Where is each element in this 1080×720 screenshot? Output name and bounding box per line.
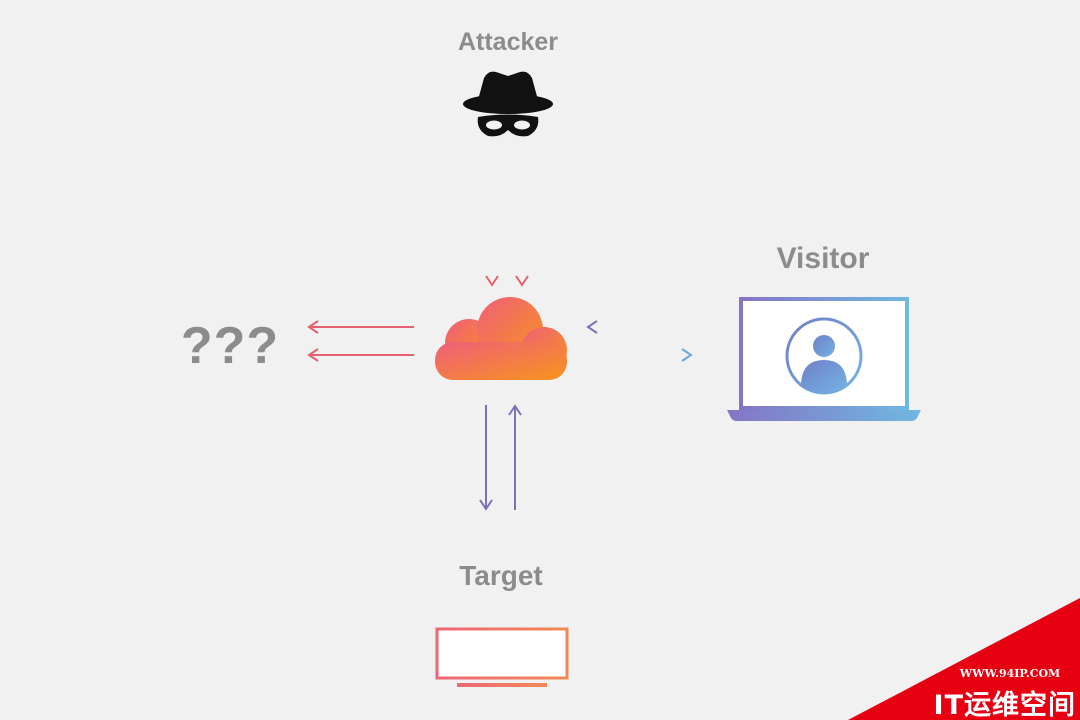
watermark-url: WWW.94IP.COM bbox=[959, 667, 1061, 680]
arrow-attacker-to-proxy-2 bbox=[515, 182, 529, 287]
arrow-proxy-to-unknown-2 bbox=[307, 348, 414, 362]
cloud-icon bbox=[435, 297, 567, 380]
watermark-brand: IT运维空间 bbox=[933, 690, 1076, 720]
target-label: Target bbox=[459, 560, 543, 591]
unknown-destination-label: ??? bbox=[180, 317, 280, 375]
spy-icon bbox=[463, 71, 553, 137]
laptop-user-icon bbox=[727, 297, 921, 421]
attacker-label: Attacker bbox=[457, 28, 559, 56]
visitor-label: Visitor bbox=[776, 242, 870, 275]
arrow-proxy-to-visitor bbox=[587, 348, 693, 362]
watermark-corner bbox=[848, 598, 1080, 720]
arrow-proxy-to-target bbox=[479, 405, 493, 511]
arrow-visitor-to-proxy bbox=[586, 320, 692, 334]
server-icon bbox=[435, 627, 569, 687]
arrow-proxy-to-unknown-1 bbox=[307, 320, 414, 334]
arrow-target-to-proxy bbox=[508, 404, 522, 510]
arrow-attacker-to-proxy-1 bbox=[485, 182, 499, 287]
